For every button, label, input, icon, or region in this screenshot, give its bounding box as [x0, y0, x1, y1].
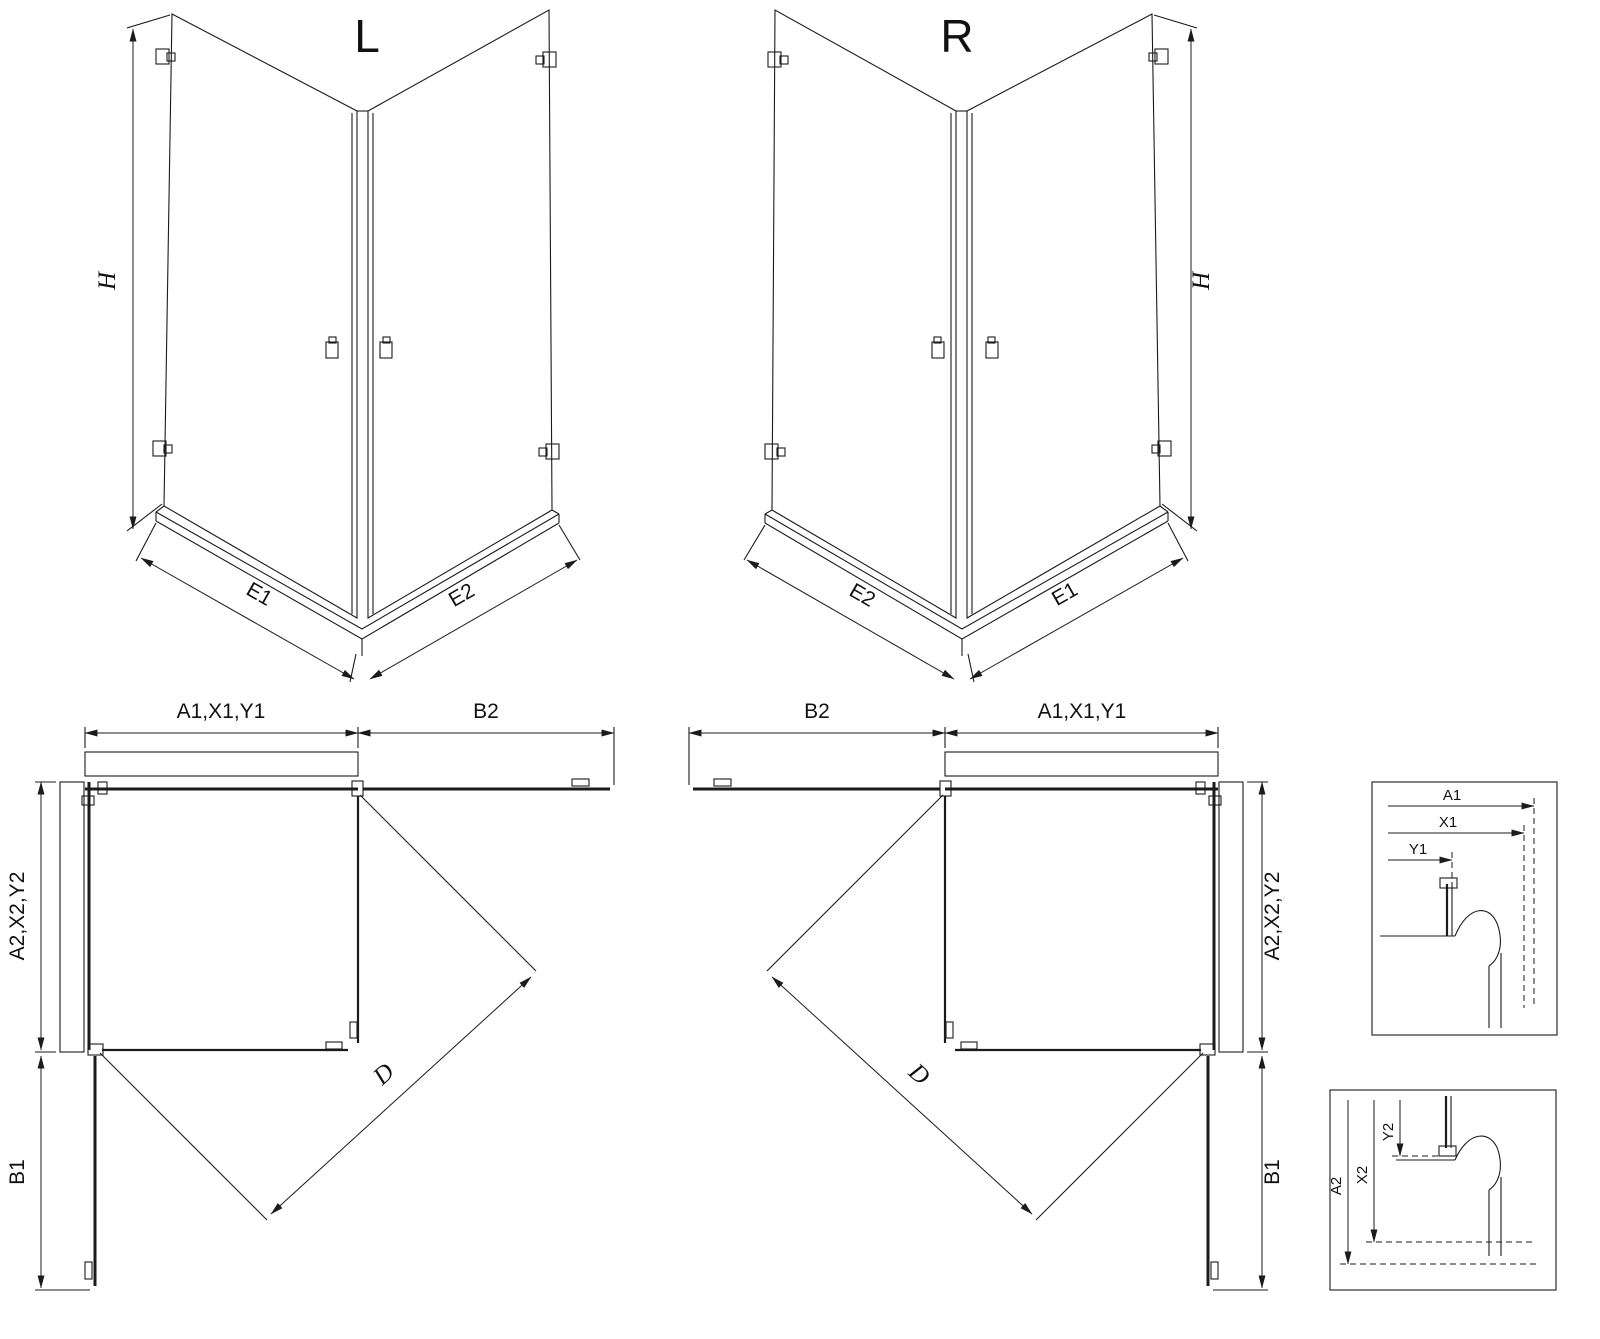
y1-detail-label: Y1: [1409, 841, 1427, 858]
plan-view-geometry: [35, 727, 615, 1291]
e1-label: E1: [1048, 578, 1082, 611]
right-plan-labels: B2 A1,X1,Y1 A2,X2,Y2 B1 D: [804, 700, 1284, 1185]
dimension-top: [84, 727, 615, 785]
wall-side: [59, 781, 85, 1053]
left-plan-labels: A1,X1,Y1 B2 A2,X2,Y2 B1 D: [6, 700, 499, 1185]
x1-detail-label: X1: [1439, 814, 1457, 831]
y2-detail-label: Y2: [1380, 1123, 1397, 1141]
dimension-e1: [135, 522, 357, 683]
glass-clamp: [1438, 1145, 1457, 1157]
b1-label: B1: [1261, 1159, 1284, 1185]
a2-label: A2,X2,Y2: [6, 872, 29, 961]
door-open-positions: [84, 778, 610, 1286]
left-3d-labels: L H E1 E2: [94, 10, 479, 612]
height-label: H: [94, 270, 121, 291]
d-label: D: [903, 1058, 935, 1091]
dimension-side: [35, 781, 90, 1291]
tray-rim-profile: [1454, 910, 1501, 967]
door-swing-and-diagonal: [99, 794, 537, 1221]
dimension-height: [126, 14, 171, 532]
e2-label: E2: [445, 579, 479, 612]
variant-label-left: L: [354, 10, 380, 62]
hinge-brackets: [152, 48, 560, 460]
variant-label-right: R: [940, 10, 973, 62]
a2-label: A2,X2,Y2: [1261, 872, 1284, 961]
enclosure-3d-geometry: [126, 9, 581, 683]
b1-label: B1: [6, 1159, 29, 1185]
dimension-e2: [369, 524, 581, 680]
b2-label: B2: [473, 700, 499, 723]
glass-panel-left: [163, 13, 358, 619]
e2-label: E2: [845, 579, 879, 612]
right-3d-labels: R H E2 E1: [845, 10, 1215, 612]
e1-label: E1: [242, 578, 276, 611]
door-handles: [325, 336, 393, 359]
d-label: D: [367, 1058, 399, 1091]
a1-detail-label: A1: [1443, 787, 1461, 804]
glass-clamp: [1439, 877, 1458, 889]
door-closed-positions: [102, 796, 360, 1052]
a2-detail-label: A2: [1328, 1177, 1345, 1195]
right-plan-view: [689, 727, 1268, 1290]
wall-top: [84, 751, 359, 777]
tray-rim-profile: [1454, 1135, 1501, 1191]
detail-inset-top: A1 X1 Y1: [1371, 781, 1558, 1036]
a1-label: A1,X1,Y1: [1038, 700, 1127, 723]
b2-label: B2: [804, 700, 830, 723]
a1-label: A1,X1,Y1: [177, 700, 266, 723]
x2-detail-label: X2: [1354, 1166, 1371, 1184]
detail-inset-bottom: A2 X2 Y2: [1328, 1089, 1557, 1291]
right-3d-view: [744, 10, 1197, 682]
height-label: H: [1188, 270, 1215, 291]
glass-panel-right: [367, 9, 553, 619]
